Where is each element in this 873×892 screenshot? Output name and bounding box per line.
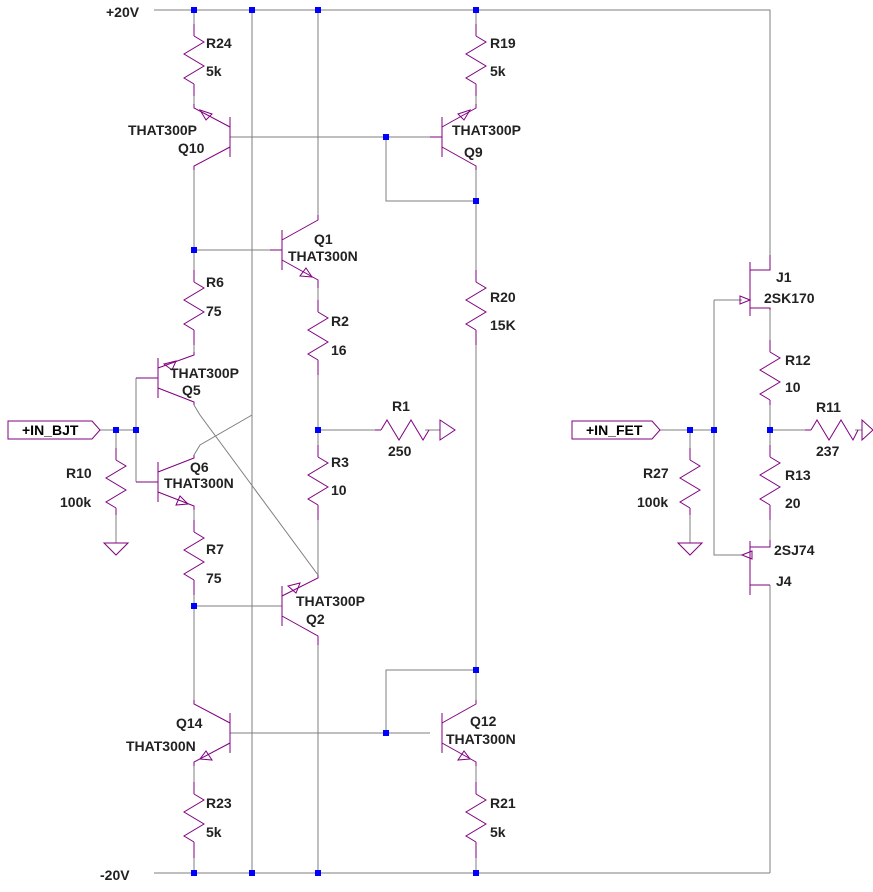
transistor-model: THAT300P bbox=[170, 365, 239, 381]
rail-label-negative: -20V bbox=[100, 867, 130, 883]
ground-symbol bbox=[861, 418, 873, 442]
resistor-value: 5k bbox=[490, 63, 506, 79]
resistor-ref: R12 bbox=[785, 352, 811, 368]
wires bbox=[100, 9, 862, 874]
components bbox=[7, 24, 873, 858]
resistor-ref: R10 bbox=[66, 465, 92, 481]
resistor-ref: R2 bbox=[331, 313, 349, 329]
transistor-q6 bbox=[136, 455, 195, 510]
transistor-model: THAT300N bbox=[288, 248, 358, 264]
input-port-fet bbox=[571, 420, 661, 440]
resistor-r6 bbox=[183, 270, 205, 345]
resistor-r13 bbox=[759, 445, 781, 520]
resistor-ref: R27 bbox=[643, 465, 669, 481]
resistor-ref: R20 bbox=[490, 289, 516, 305]
transistor-q14 bbox=[193, 700, 231, 766]
resistor-r7 bbox=[183, 520, 205, 595]
resistor-ref: R21 bbox=[490, 795, 516, 811]
resistor-r20 bbox=[465, 270, 487, 345]
resistor-value: 5k bbox=[206, 63, 222, 79]
resistor-ref: R24 bbox=[206, 35, 232, 51]
transistor-model: THAT300N bbox=[164, 475, 234, 491]
resistor-r1 bbox=[375, 419, 430, 441]
resistor-r24 bbox=[183, 24, 205, 96]
resistor-value: 20 bbox=[785, 495, 801, 511]
resistor-r27 bbox=[679, 448, 701, 515]
resistor-r23 bbox=[183, 782, 205, 858]
ground-symbol bbox=[102, 542, 130, 556]
transistor-ref: Q14 bbox=[176, 715, 203, 731]
transistor-model: THAT300P bbox=[296, 593, 365, 609]
transistor-ref: J4 bbox=[776, 573, 792, 589]
resistor-r21 bbox=[465, 782, 487, 858]
transistor-ref: J1 bbox=[776, 269, 792, 285]
transistor-ref: Q10 bbox=[178, 140, 205, 156]
resistor-value: 100k bbox=[60, 494, 91, 510]
resistor-ref: R19 bbox=[490, 35, 516, 51]
resistor-ref: R23 bbox=[206, 795, 232, 811]
input-port-bjt bbox=[7, 420, 101, 440]
transistor-ref: Q6 bbox=[190, 459, 209, 475]
resistor-ref: R13 bbox=[785, 467, 811, 483]
input-label-bjt: +IN_BJT bbox=[22, 422, 79, 438]
transistor-model: 2SJ74 bbox=[774, 542, 815, 558]
rail-label-positive: +20V bbox=[106, 4, 140, 20]
transistor-model: 2SK170 bbox=[764, 290, 815, 306]
resistor-value: 250 bbox=[388, 443, 412, 459]
resistor-ref: R3 bbox=[331, 454, 349, 470]
resistor-value: 237 bbox=[816, 443, 840, 459]
labels: +20V -20V +IN_BJT +IN_FET R24 5k R19 5k … bbox=[22, 4, 841, 883]
junctions bbox=[113, 7, 773, 876]
transistor-j4 bbox=[740, 540, 771, 595]
resistor-value: 75 bbox=[206, 570, 222, 586]
transistor-q9 bbox=[430, 104, 477, 170]
transistor-model: THAT300N bbox=[126, 738, 196, 754]
resistor-r12 bbox=[759, 340, 781, 405]
transistor-q12 bbox=[441, 700, 477, 766]
resistor-value: 16 bbox=[331, 342, 347, 358]
ground-symbol bbox=[439, 419, 456, 441]
resistor-ref: R6 bbox=[206, 274, 224, 290]
resistor-r19 bbox=[465, 24, 487, 96]
transistor-ref: Q2 bbox=[306, 611, 325, 627]
resistor-value: 5k bbox=[206, 824, 222, 840]
resistor-value: 100k bbox=[637, 494, 668, 510]
transistor-model: THAT300P bbox=[452, 122, 521, 138]
resistor-value: 10 bbox=[785, 379, 801, 395]
transistor-ref: Q5 bbox=[182, 382, 201, 398]
resistor-r10 bbox=[105, 448, 127, 515]
transistor-model: THAT300N bbox=[446, 731, 516, 747]
resistor-value: 5k bbox=[490, 824, 506, 840]
input-label-fet: +IN_FET bbox=[586, 422, 643, 438]
resistor-value: 75 bbox=[206, 303, 222, 319]
resistor-r3 bbox=[307, 445, 329, 520]
resistor-r2 bbox=[307, 300, 329, 375]
transistor-j1 bbox=[739, 255, 771, 316]
ground-symbol bbox=[676, 542, 704, 556]
resistor-ref: R11 bbox=[816, 399, 841, 415]
resistor-value: 15K bbox=[490, 317, 516, 333]
transistor-q5 bbox=[136, 352, 195, 405]
transistor-ref: Q12 bbox=[470, 713, 497, 729]
transistor-q1 bbox=[270, 215, 319, 288]
transistor-ref: Q1 bbox=[314, 231, 333, 247]
resistor-r11 bbox=[805, 419, 859, 442]
transistor-model: THAT300P bbox=[128, 122, 197, 138]
transistor-q2 bbox=[281, 575, 319, 645]
transistor-q10 bbox=[193, 104, 231, 170]
resistor-value: 10 bbox=[331, 482, 347, 498]
resistor-ref: R7 bbox=[206, 541, 224, 557]
resistor-ref: R1 bbox=[392, 398, 410, 414]
transistor-ref: Q9 bbox=[464, 144, 483, 160]
